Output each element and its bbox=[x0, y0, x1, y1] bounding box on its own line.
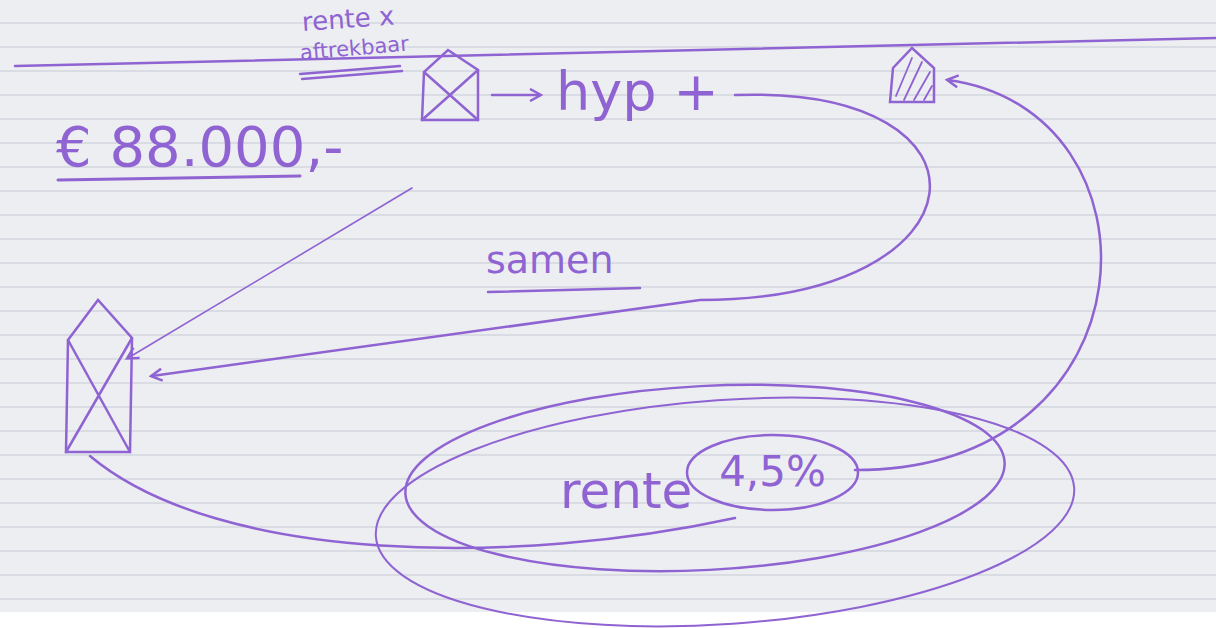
interest-label: rente bbox=[560, 464, 692, 519]
note-label: samen bbox=[486, 240, 614, 282]
rate-text: 4,5% bbox=[685, 449, 860, 495]
amount-label: € 88.000,- bbox=[56, 116, 343, 178]
rate-circle: 4,5% bbox=[685, 433, 860, 512]
mortgage-label: hyp + bbox=[556, 62, 719, 121]
note-label: rente x bbox=[301, 2, 395, 37]
